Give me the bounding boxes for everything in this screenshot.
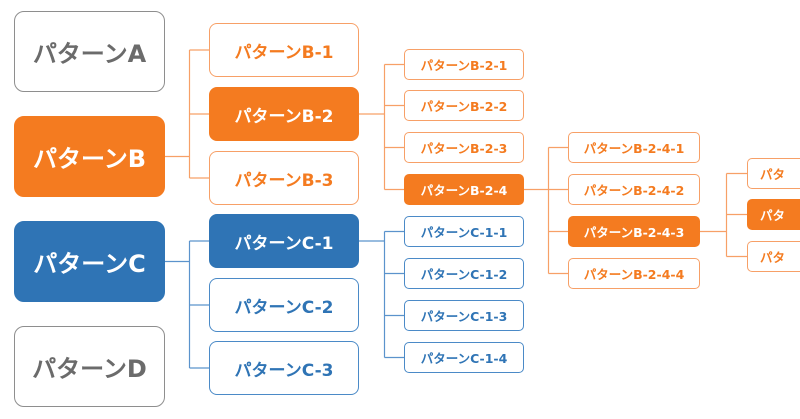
node-pattern-b-2-3: パターンB-2-3	[404, 132, 524, 163]
node-pattern-c-1-4: パターンC-1-4	[404, 342, 524, 373]
node-pattern-b-2: パターンB-2	[209, 87, 359, 141]
node-pattern-b-2-1: パターンB-2-1	[404, 49, 524, 80]
node-pattern-b-2-4-2: パターンB-2-4-2	[568, 174, 700, 205]
node-pattern-c: パターンC	[14, 221, 165, 302]
node-pattern-c-3: パターンC-3	[209, 341, 359, 395]
node-pattern-c-2: パターンC-2	[209, 278, 359, 332]
node-pattern-d: パターンD	[14, 326, 165, 407]
node-pattern-c-1: パターンC-1	[209, 214, 359, 268]
node-pattern-b-2-4-4: パターンB-2-4-4	[568, 258, 700, 289]
node-pattern-b: パターンB	[14, 116, 165, 197]
node-pattern-b-3: パターンB-3	[209, 151, 359, 205]
node-pattern-b-1: パターンB-1	[209, 23, 359, 77]
node-pattern-a: パターンA	[14, 11, 165, 92]
node-pattern-c-1-1: パターンC-1-1	[404, 216, 524, 247]
node-pattern-b-2-4-3-2-partial: パタ	[747, 199, 800, 230]
node-pattern-b-2-4-3-1-partial: パタ	[747, 158, 800, 189]
node-pattern-b-2-2: パターンB-2-2	[404, 90, 524, 121]
node-pattern-c-1-2: パターンC-1-2	[404, 258, 524, 289]
node-pattern-b-2-4-3: パターンB-2-4-3	[568, 216, 700, 247]
node-pattern-b-2-4-3-3-partial: パタ	[747, 241, 800, 272]
node-pattern-b-2-4-1: パターンB-2-4-1	[568, 132, 700, 163]
node-pattern-b-2-4: パターンB-2-4	[404, 174, 524, 205]
node-pattern-c-1-3: パターンC-1-3	[404, 300, 524, 331]
